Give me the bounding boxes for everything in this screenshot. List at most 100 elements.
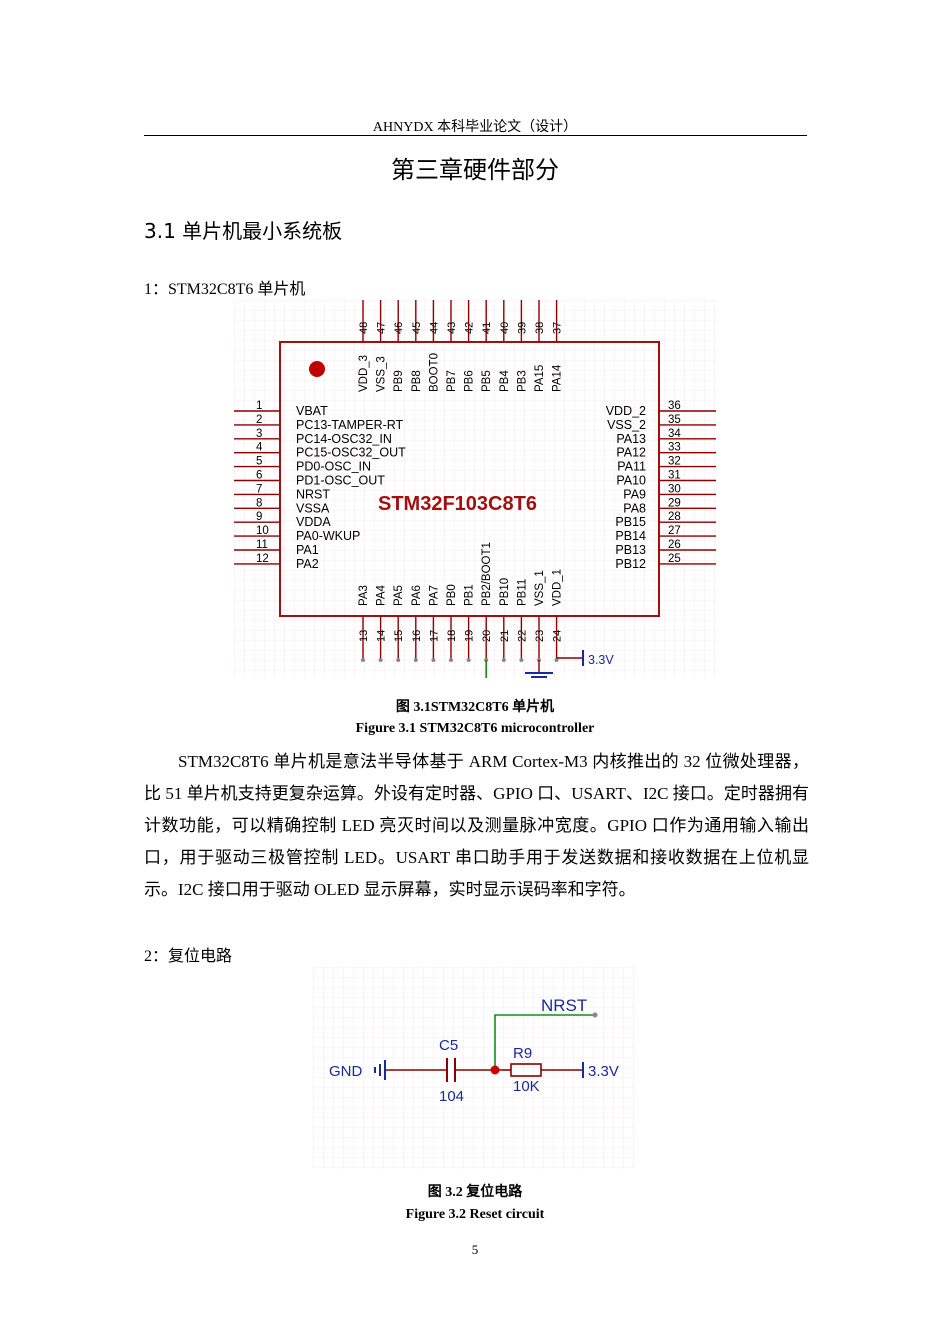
bottom-pin-name: PB10 — [499, 578, 511, 606]
left-pin-number: 1 — [256, 400, 262, 412]
nrst-pin-dot — [592, 1012, 598, 1018]
right-pin-number: 36 — [668, 400, 681, 412]
bottom-pin-dot — [466, 658, 471, 662]
right-pin-number: 25 — [668, 553, 681, 565]
top-pin-number: 38 — [534, 322, 546, 334]
right-pin-name: PB15 — [615, 515, 646, 529]
body-paragraph: STM32C8T6 单片机是意法半导体基于 ARM Cortex-M3 内核推出… — [144, 752, 809, 899]
left-pin-number: 2 — [256, 414, 262, 426]
left-pin-number: 6 — [256, 470, 262, 482]
bottom-pin-number: 24 — [552, 630, 564, 642]
item2-label: 2：复位电路 — [144, 948, 233, 965]
section-title: 3.1 单片机最小系统板 — [144, 219, 343, 243]
right-pin-name: PA12 — [616, 446, 646, 460]
top-pin-name: BOOT0 — [428, 353, 440, 392]
left-pin-name: PD1-OSC_OUT — [296, 474, 385, 488]
bottom-pin-number: 22 — [516, 630, 528, 642]
figure1-caption-cn: 图 3.1STM32C8T6 单片机 — [395, 700, 555, 715]
vdd-label: 3.3V — [588, 653, 614, 667]
left-pin-name: PA0-WKUP — [296, 529, 360, 543]
bottom-pin-dot — [501, 658, 506, 662]
left-pin-name: PC15-OSC32_OUT — [296, 446, 406, 460]
left-pin-name: PA1 — [296, 543, 319, 557]
bottom-pin-number: 21 — [499, 630, 511, 642]
bottom-pin-number: 19 — [464, 630, 476, 642]
top-pin-name: PA14 — [552, 364, 564, 392]
bottom-pin-dot — [361, 658, 365, 662]
left-pin-name: PA2 — [296, 557, 319, 571]
bottom-pin-number: 20 — [481, 630, 493, 642]
top-pin-number: 41 — [481, 322, 493, 334]
chip-body — [279, 341, 660, 617]
left-pin-number: 7 — [256, 483, 262, 495]
bottom-pin-name: PB0 — [446, 584, 458, 606]
left-pin-number: 9 — [256, 511, 262, 523]
top-pin-number: 39 — [516, 322, 528, 334]
top-pin-number: 37 — [552, 322, 564, 334]
bottom-pin-name: PA5 — [393, 585, 405, 606]
right-pin-name: PA9 — [623, 487, 646, 501]
right-pin-number: 33 — [668, 442, 681, 454]
bottom-pin-dot — [519, 658, 524, 662]
mcu-schematic-figure: STM32F103C8T648VDD_347VSS_346PB945PB844B… — [234, 300, 716, 678]
figure1-caption-en: Figure 3.1 STM32C8T6 microcontroller — [355, 721, 595, 736]
top-pin-number: 43 — [446, 322, 458, 334]
top-pin-name: PB3 — [516, 370, 528, 392]
bottom-pin-number: 17 — [428, 630, 440, 642]
left-pin-name: VBAT — [296, 404, 328, 418]
bottom-pin-number: 15 — [393, 630, 405, 642]
chapter-title: 第三章硬件部分 — [391, 156, 559, 184]
right-pin-name: VSS_2 — [607, 418, 646, 432]
nrst-label: NRST — [541, 996, 587, 1015]
top-pin-number: 42 — [464, 322, 476, 334]
right-pin-number: 29 — [668, 497, 681, 509]
left-pin-number: 5 — [256, 456, 262, 468]
junction-dot — [490, 1065, 500, 1075]
left-pin-name: NRST — [296, 487, 330, 501]
bottom-pin-number: 18 — [446, 630, 458, 642]
top-pin-name: PB8 — [411, 370, 423, 392]
bottom-pin-name: PA4 — [376, 585, 388, 606]
top-pin-name: PB4 — [499, 370, 511, 392]
bottom-pin-number: 23 — [534, 630, 546, 642]
bottom-pin-dot — [449, 658, 453, 662]
left-pin-name: PC13-TAMPER-RT — [296, 418, 404, 432]
bottom-pin-name: VSS_1 — [534, 570, 546, 606]
bottom-pin-dot — [396, 658, 401, 662]
left-pin-number: 3 — [256, 428, 262, 440]
top-pin-name: PB9 — [393, 370, 405, 392]
bottom-pin-name: PB1 — [464, 584, 476, 606]
pin1-marker — [309, 361, 325, 377]
right-pin-name: PB13 — [615, 543, 646, 557]
right-pin-number: 28 — [668, 511, 681, 523]
left-pin-number: 10 — [256, 525, 269, 537]
left-pin-name: PC14-OSC32_IN — [296, 432, 392, 446]
right-pin-name: PA13 — [616, 432, 646, 446]
right-pin-name: PB14 — [615, 529, 646, 543]
c5-label: C5 — [439, 1037, 458, 1054]
right-pin-number: 35 — [668, 414, 681, 426]
bottom-pin-dot — [431, 658, 436, 662]
top-pin-name: PB6 — [464, 370, 476, 392]
right-pin-name: PB12 — [615, 557, 646, 571]
top-pin-name: PA15 — [534, 365, 546, 392]
figure2-caption-en: Figure 3.2 Reset circuit — [405, 1207, 545, 1222]
page-number: 5 — [471, 1242, 479, 1257]
left-pin-name: PD0-OSC_IN — [296, 460, 371, 474]
gnd-label: GND — [329, 1063, 363, 1080]
top-pin-number: 47 — [376, 322, 388, 334]
bottom-pin-dot — [554, 658, 559, 662]
left-pin-number: 8 — [256, 497, 262, 509]
top-pin-number: 46 — [393, 322, 405, 334]
right-pin-number: 27 — [668, 525, 681, 537]
bottom-pin-number: 13 — [358, 630, 370, 642]
top-pin-number: 48 — [358, 322, 370, 334]
left-pin-name: VSSA — [296, 501, 330, 515]
reset-circuit-figure: NRST GND C5 104 R9 10K 3.3V — [313, 967, 636, 1169]
bottom-pin-number: 16 — [411, 630, 423, 642]
right-pin-number: 34 — [668, 428, 681, 440]
right-pin-number: 31 — [668, 470, 681, 482]
r9-value: 10K — [513, 1078, 540, 1095]
top-pin-name: VDD_3 — [358, 355, 370, 392]
vcc-label: 3.3V — [588, 1063, 619, 1080]
